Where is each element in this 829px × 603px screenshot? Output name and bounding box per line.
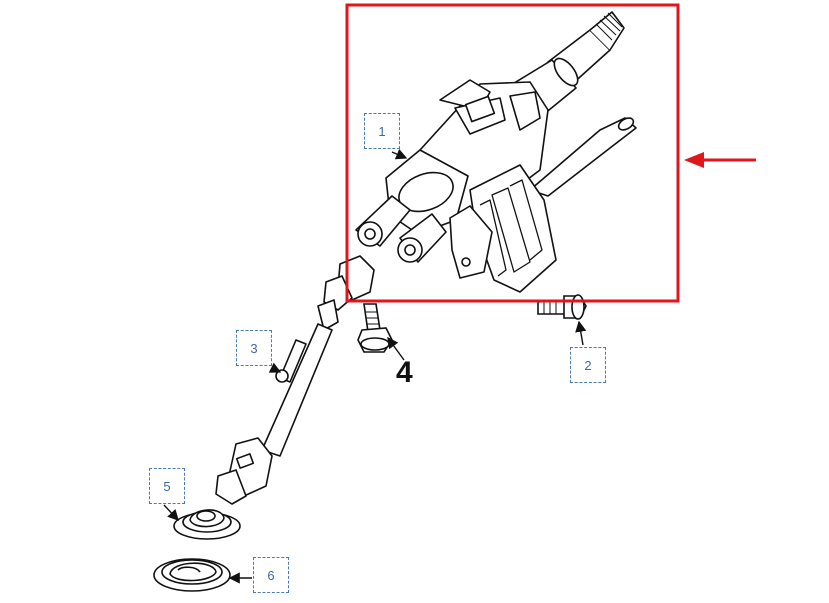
highlight-arrow — [684, 152, 756, 168]
bolt-2 — [537, 294, 587, 320]
grommet-5 — [173, 509, 241, 540]
callout-3[interactable]: 3 — [236, 330, 272, 366]
callout-2[interactable]: 2 — [570, 347, 606, 383]
steering-column-assembly — [355, 11, 637, 293]
callout-6[interactable]: 6 — [253, 557, 289, 593]
callout-1[interactable]: 1 — [364, 113, 400, 149]
bolt-4 — [357, 303, 393, 353]
leader-lines — [163, 148, 587, 584]
highlight-box — [345, 3, 680, 303]
part-label-4: 4 — [396, 356, 413, 389]
intermediate-shaft — [215, 255, 375, 505]
callout-5[interactable]: 5 — [149, 468, 185, 504]
cover-6 — [153, 558, 231, 592]
